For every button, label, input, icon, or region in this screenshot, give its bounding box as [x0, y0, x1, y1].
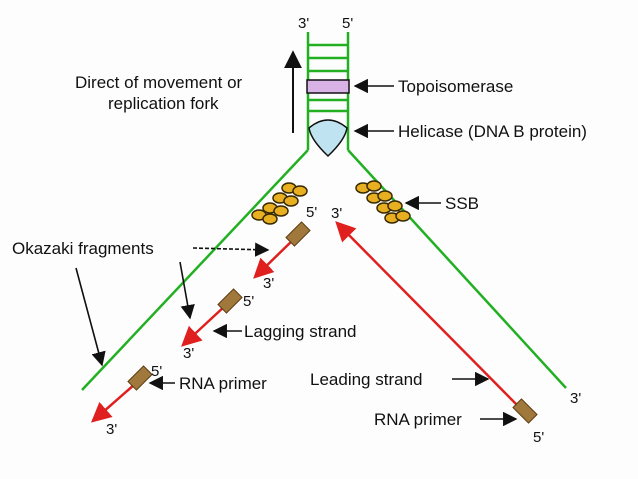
leading-strand-label: Leading strand	[310, 370, 422, 389]
okazaki-fragments-label: Okazaki fragments	[12, 239, 154, 258]
topoisomerase-shape	[306, 79, 350, 94]
direction-label-line1: Direct of movement or	[75, 73, 243, 92]
end-label-top-left: 3'	[298, 15, 309, 32]
direction-label-line2: replication fork	[108, 94, 219, 113]
dna-double-strand	[306, 32, 350, 158]
end-label-leading-bottom: 5'	[533, 429, 544, 446]
parent-strand-right-arm	[347, 149, 567, 389]
end-label-leading-top: 3'	[331, 205, 342, 222]
helicase-label: Helicase (DNA B protein)	[398, 122, 587, 141]
okazaki-fragment-3	[90, 365, 153, 423]
end-label-frag1-top: 5'	[306, 204, 317, 221]
base-pair-rungs	[308, 43, 348, 113]
end-label-frag2-top: 5'	[243, 293, 254, 310]
rna-primer-right-label: RNA primer	[374, 410, 462, 429]
topoisomerase-label: Topoisomerase	[398, 77, 513, 96]
okazaki-fragment-1	[253, 221, 311, 279]
end-label-top-right: 5'	[342, 15, 353, 32]
ssb-label: SSB	[445, 194, 479, 213]
end-label-right-arm: 3'	[570, 390, 581, 407]
rna-primer-left-label: RNA primer	[179, 374, 267, 393]
rna-primer-leading	[512, 398, 538, 424]
pointer-arrow-icon	[75, 78, 518, 427]
okazaki-fragment-2	[181, 288, 243, 347]
end-label-frag1-bottom: 3'	[263, 275, 274, 292]
parent-strand-left-arm	[81, 149, 309, 391]
end-label-frag2-bottom: 3'	[183, 345, 194, 362]
ssb-cluster-left	[251, 182, 308, 225]
end-label-frag3-top: 5'	[151, 363, 162, 380]
lagging-strand-label: Lagging strand	[244, 322, 356, 341]
leading-strand	[335, 221, 523, 411]
end-label-frag3-bottom: 3'	[106, 421, 117, 438]
ssb-cluster-right	[355, 180, 411, 224]
helicase-shape	[308, 119, 348, 158]
